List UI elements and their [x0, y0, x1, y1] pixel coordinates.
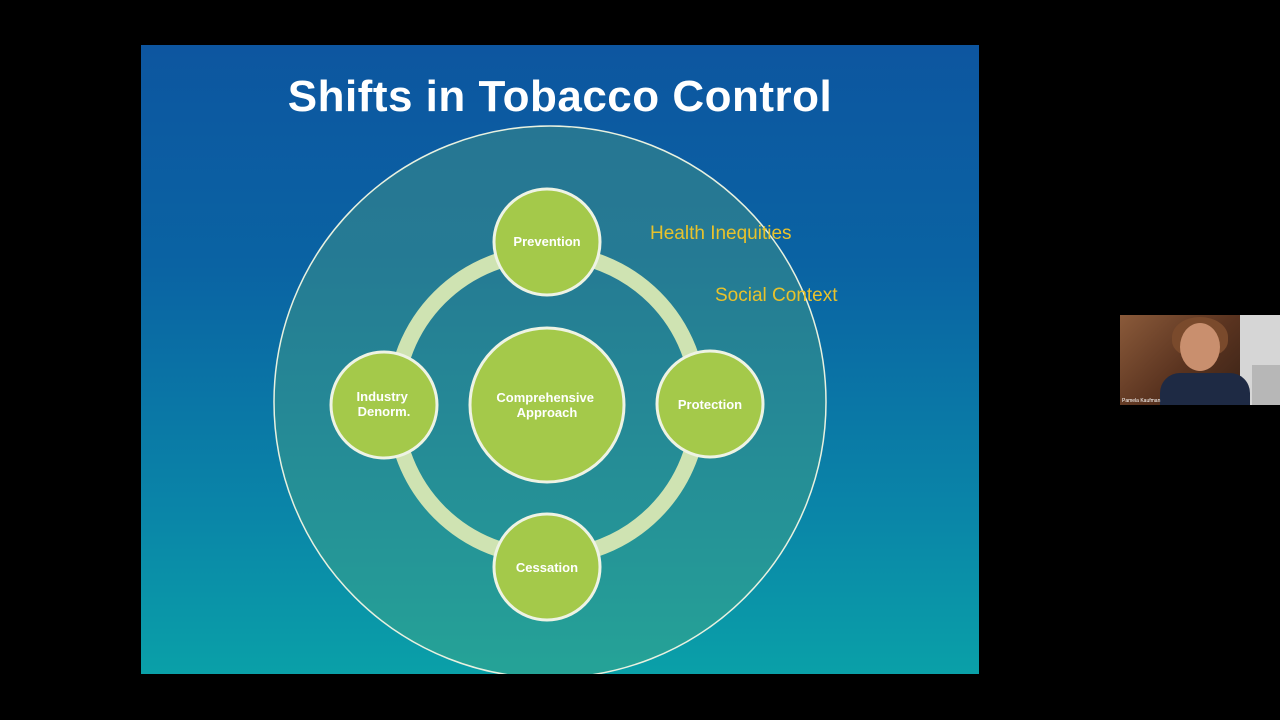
- protection-label: Protection: [678, 397, 742, 412]
- health-inequities-label: Health Inequities: [650, 223, 792, 244]
- industry-label-line-2: Denorm.: [358, 404, 411, 419]
- participant-name: Pamela Kaufman: [1122, 398, 1161, 404]
- prevention-label: Prevention: [513, 234, 580, 249]
- cessation-label: Cessation: [516, 560, 578, 575]
- protection-node: [655, 349, 765, 459]
- center-node-label: Comprehensive Approach: [496, 390, 597, 420]
- center-node: [468, 326, 626, 484]
- slide-title: Shifts in Tobacco Control: [287, 72, 833, 121]
- center-label-line-1: Comprehensive: [496, 390, 594, 405]
- webcam-person-head: [1180, 323, 1220, 371]
- tobacco-control-diagram: Comprehensive Approach Prevention Protec…: [273, 125, 827, 674]
- webcam-thumbnail[interactable]: Pamela Kaufman: [1120, 315, 1280, 405]
- webcam-background-shelf: [1252, 365, 1280, 405]
- industry-denorm-label: Industry Denorm.: [357, 389, 412, 419]
- social-context-label: Social Context: [715, 285, 838, 306]
- presentation-slide: Shifts in Tobacco Control Comprehensive …: [141, 45, 979, 674]
- center-label-line-2: Approach: [517, 405, 578, 420]
- industry-denorm-node: [329, 350, 439, 460]
- prevention-node: [492, 187, 602, 297]
- webcam-person-torso: [1160, 373, 1250, 405]
- cessation-node: [492, 512, 602, 622]
- industry-label-line-1: Industry: [357, 389, 409, 404]
